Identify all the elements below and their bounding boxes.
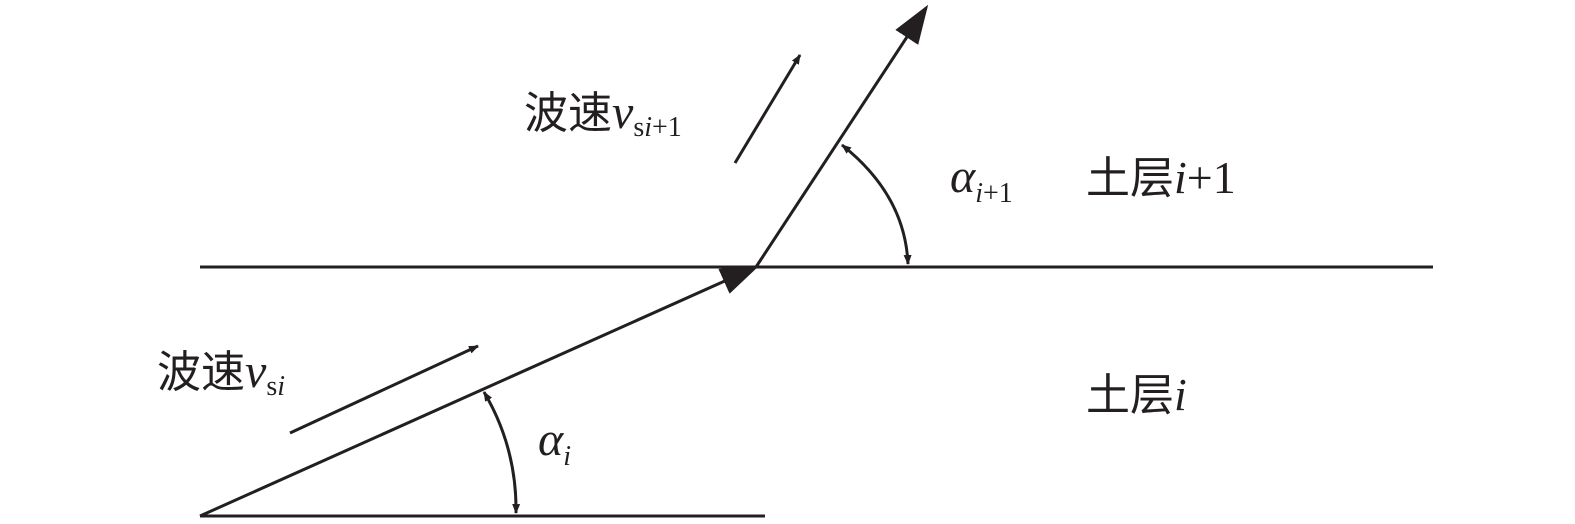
angle-arc-upper: [841, 143, 912, 265]
velocity-arrow-lower: [289, 344, 479, 435]
incident-ray-arrow: [199, 265, 760, 518]
angle-label-upper: αi+1: [950, 150, 1013, 209]
angle-arc-lower: [482, 391, 521, 514]
layer-label-lower: 土层i: [1086, 369, 1187, 421]
refracted-ray-arrow: [754, 4, 929, 268]
velocity-label-lower: 波速vsi: [157, 345, 285, 402]
angle-label-lower: αi: [538, 413, 571, 472]
velocity-label-upper: 波速vsi+1: [524, 86, 682, 143]
layer-label-upper: 土层i+1: [1086, 152, 1236, 204]
velocity-arrow-upper: [733, 54, 802, 164]
